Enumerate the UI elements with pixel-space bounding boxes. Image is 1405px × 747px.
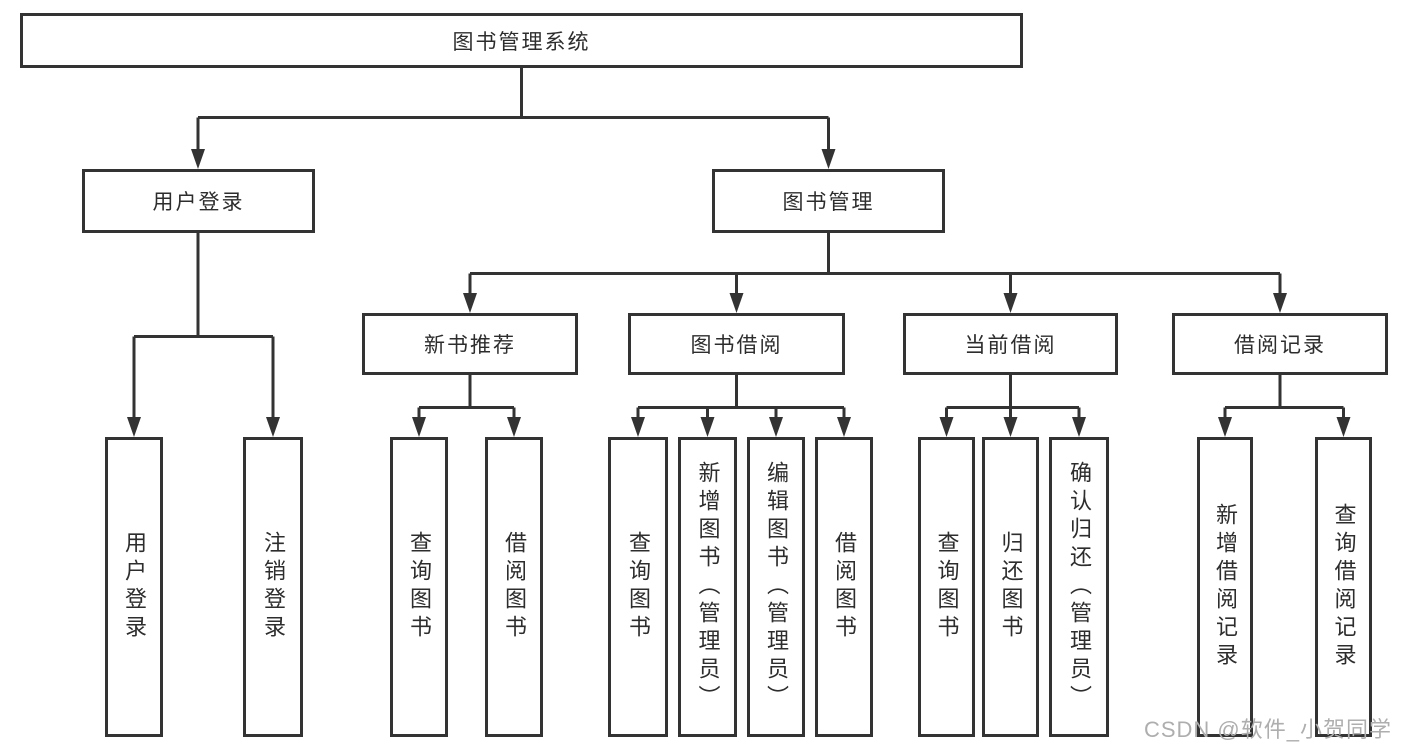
node-book-management: 图书管理 [712,169,945,233]
arrowhead [1003,293,1018,313]
node-add-borrow-record: 新增借阅记录 [1197,437,1253,737]
node-edit-books-admin: 编辑图书（管理员） [747,437,805,737]
arrowhead [1003,417,1018,437]
node-label: 新增图书（管理员） [695,461,721,713]
node-user-login-leaf: 用户登录 [105,437,163,737]
connector-user-login-to-children [127,233,280,437]
arrowhead [729,293,744,313]
node-book-borrowing: 图书借阅 [628,313,845,375]
node-return-books: 归还图书 [982,437,1039,737]
arrowhead [821,149,836,169]
node-borrow-books: 借阅图书 [815,437,873,737]
node-logout: 注销登录 [243,437,303,737]
node-label: 查询图书 [934,531,960,643]
node-label: 归还图书 [998,531,1024,643]
node-label: 用户登录 [122,531,147,643]
arrowhead [507,417,521,437]
arrowhead [127,417,141,437]
node-library-management-system: 图书管理系统 [20,13,1023,68]
node-query-books-current: 查询图书 [918,437,975,737]
arrowhead [1218,417,1232,437]
node-label: 确认归还（管理员） [1067,461,1092,713]
node-query-books-borrow: 查询图书 [608,437,668,737]
node-user-login: 用户登录 [82,169,315,233]
csdn-watermark: CSDN @软件_小贺同学 [1143,717,1392,742]
node-label: 借阅图书 [502,531,527,643]
connector-root-to-level2 [191,68,836,169]
node-current-borrowing: 当前借阅 [903,313,1118,375]
arrowhead [837,417,851,437]
node-label: 查询图书 [626,531,651,643]
node-label: 查询图书 [407,531,432,643]
node-label: 注销登录 [261,531,286,643]
arrowhead [191,149,205,169]
arrowhead [939,417,954,437]
connector-borrow-record-to-children [1218,375,1351,437]
node-label: 借阅图书 [832,531,857,643]
arrowhead [700,417,715,437]
node-query-borrow-record: 查询借阅记录 [1315,437,1372,737]
connector-book-mgmt-to-level3 [463,233,1287,313]
arrowhead [769,417,783,437]
node-borrowing-records: 借阅记录 [1172,313,1388,375]
arrowhead [412,417,426,437]
connector-current-borrow-to-children [939,375,1086,437]
arrowhead [266,417,280,437]
arrowhead [631,417,645,437]
arrowhead [1336,417,1351,437]
node-label: 编辑图书（管理员） [764,461,789,713]
node-confirm-return-admin: 确认归还（管理员） [1049,437,1109,737]
connector-new-book-to-children [412,375,521,437]
node-query-books-recommend: 查询图书 [390,437,448,737]
node-label: 查询借阅记录 [1331,503,1357,671]
node-borrow-books-recommend: 借阅图书 [485,437,543,737]
arrowhead [463,293,477,313]
connector-book-borrow-to-children [631,375,851,437]
arrowhead [1072,417,1086,437]
node-label: 新增借阅记录 [1213,503,1238,671]
node-new-book-recommendation: 新书推荐 [362,313,578,375]
arrowhead [1273,293,1287,313]
node-add-books-admin: 新增图书（管理员） [678,437,737,737]
